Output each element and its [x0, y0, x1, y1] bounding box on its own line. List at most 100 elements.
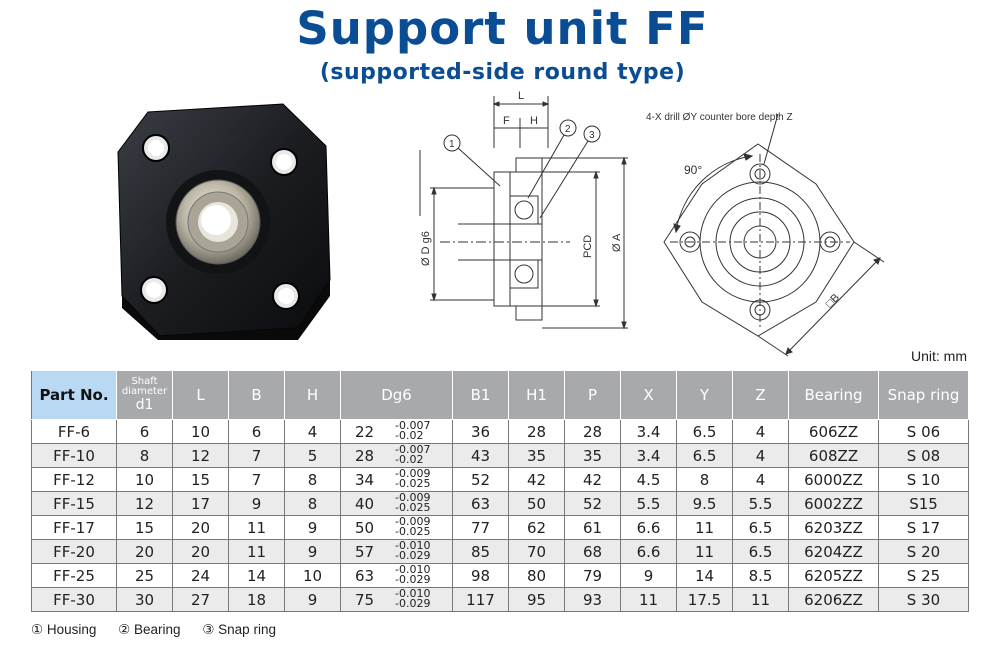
cell-B: 9 [228, 491, 285, 516]
cell-B1: 43 [452, 443, 509, 468]
dg6-nominal: 34 [355, 471, 375, 489]
cell-H: 8 [284, 491, 341, 516]
page-title: Support unit FF [296, 2, 709, 55]
cell-part: FF-17 [31, 515, 117, 540]
header-B: B [228, 370, 285, 420]
cell-snap: S 06 [878, 419, 969, 444]
cell-Dg6: 50 -0.009-0.025 [340, 515, 453, 540]
header-part-no: Part No. [31, 370, 117, 420]
dg6-nominal: 50 [355, 519, 375, 537]
cell-bearing: 606ZZ [788, 419, 879, 444]
cell-Y: 14 [676, 563, 733, 588]
cell-Z: 6.5 [732, 515, 789, 540]
cell-L: 10 [172, 419, 229, 444]
cell-H: 9 [284, 587, 341, 612]
cell-P: 68 [564, 539, 621, 564]
cell-X: 6.6 [620, 515, 677, 540]
drill-note: 4-X drill ØY counter bore depth Z [646, 112, 793, 123]
page-subtitle: (supported-side round type) [319, 60, 686, 85]
header-P: P [564, 370, 621, 420]
cell-L: 20 [172, 539, 229, 564]
dim-L-label: L [518, 90, 524, 102]
cell-B1: 63 [452, 491, 509, 516]
cell-P: 79 [564, 563, 621, 588]
cell-d1: 25 [116, 563, 173, 588]
cell-H1: 35 [508, 443, 565, 468]
cell-snap: S15 [878, 491, 969, 516]
tolerance-upper: -0.010 [395, 539, 431, 552]
cell-H: 8 [284, 467, 341, 492]
cell-X: 3.4 [620, 419, 677, 444]
header-L: L [172, 370, 229, 420]
tolerance-upper: -0.009 [395, 515, 431, 528]
cell-bearing: 6203ZZ [788, 515, 879, 540]
cell-Dg6: 63 -0.010-0.029 [340, 563, 453, 588]
cell-part: FF-15 [31, 491, 117, 516]
header-H: H [284, 370, 341, 420]
cell-snap: S 20 [878, 539, 969, 564]
cell-H1: 80 [508, 563, 565, 588]
callout-3-label: 3 [589, 130, 595, 141]
cell-L: 12 [172, 443, 229, 468]
cell-B1: 85 [452, 539, 509, 564]
cell-H1: 70 [508, 539, 565, 564]
dim-D-label: Ø D g6 [420, 231, 432, 266]
cell-H1: 42 [508, 467, 565, 492]
cell-part: FF-6 [31, 419, 117, 444]
tolerance-lower: -0.029 [395, 573, 431, 586]
header-B1: B1 [452, 370, 509, 420]
cell-part: FF-12 [31, 467, 117, 492]
parts-legend: ① Housing ② Bearing ③ Snap ring [31, 622, 294, 638]
dg6-nominal: 40 [355, 495, 375, 513]
cell-d1: 10 [116, 467, 173, 492]
cell-Dg6: 57-0.010-0.029 [340, 539, 453, 564]
legend-bearing: ② Bearing [118, 622, 181, 637]
cell-Y: 11 [676, 539, 733, 564]
cell-Z: 6.5 [732, 539, 789, 564]
cell-B: 14 [228, 563, 285, 588]
dg6-tolerance: -0.010-0.029 [395, 563, 431, 586]
dg6-tolerance: -0.009-0.025 [395, 492, 430, 513]
front-view-diagram: 4-X drill ØY counter bore depth Z 90° □B [646, 112, 885, 357]
dg6-tolerance: -0.009-0.025 [395, 468, 430, 489]
product-photo [117, 103, 331, 340]
dg6-nominal: 63 [355, 567, 375, 585]
callout-1-label: 1 [449, 139, 455, 150]
cell-snap: S 10 [878, 467, 969, 492]
dg6-tolerance: -0.007-0.02 [395, 420, 430, 441]
cell-P: 61 [564, 515, 621, 540]
cell-B: 7 [228, 467, 285, 492]
cell-X: 11 [620, 587, 677, 612]
cell-H1: 62 [508, 515, 565, 540]
cell-Dg6: 40 -0.009-0.025 [340, 491, 453, 516]
cell-Z: 4 [732, 443, 789, 468]
spec-table: Part No. Shaft diameter d1 L B H Dg6 B1 … [31, 370, 969, 612]
cell-H: 4 [284, 419, 341, 444]
cell-Y: 6.5 [676, 419, 733, 444]
cell-H: 9 [284, 539, 341, 564]
cell-P: 52 [564, 491, 621, 516]
tolerance-lower: -0.02 [395, 453, 424, 466]
tolerance-upper: -0.010 [395, 563, 431, 576]
cell-Y: 17.5 [676, 587, 733, 612]
cell-B: 11 [228, 539, 285, 564]
cell-Z: 8.5 [732, 563, 789, 588]
dg6-nominal: 75 [355, 591, 375, 609]
header-H1: H1 [508, 370, 565, 420]
dim-B-label: □B [824, 292, 842, 310]
cell-bearing: 6205ZZ [788, 563, 879, 588]
cell-bearing: 6206ZZ [788, 587, 879, 612]
cell-part: FF-10 [31, 443, 117, 468]
dg6-tolerance: -0.010-0.029 [395, 539, 431, 561]
cell-bearing: 6204ZZ [788, 539, 879, 564]
callout-2-label: 2 [565, 124, 571, 135]
cell-d1: 12 [116, 491, 173, 516]
cell-L: 20 [172, 515, 229, 540]
cell-B1: 77 [452, 515, 509, 540]
cell-d1: 6 [116, 419, 173, 444]
tolerance-lower: -0.025 [395, 525, 431, 538]
cell-X: 9 [620, 563, 677, 588]
header-Dg6: Dg6 [340, 370, 453, 420]
